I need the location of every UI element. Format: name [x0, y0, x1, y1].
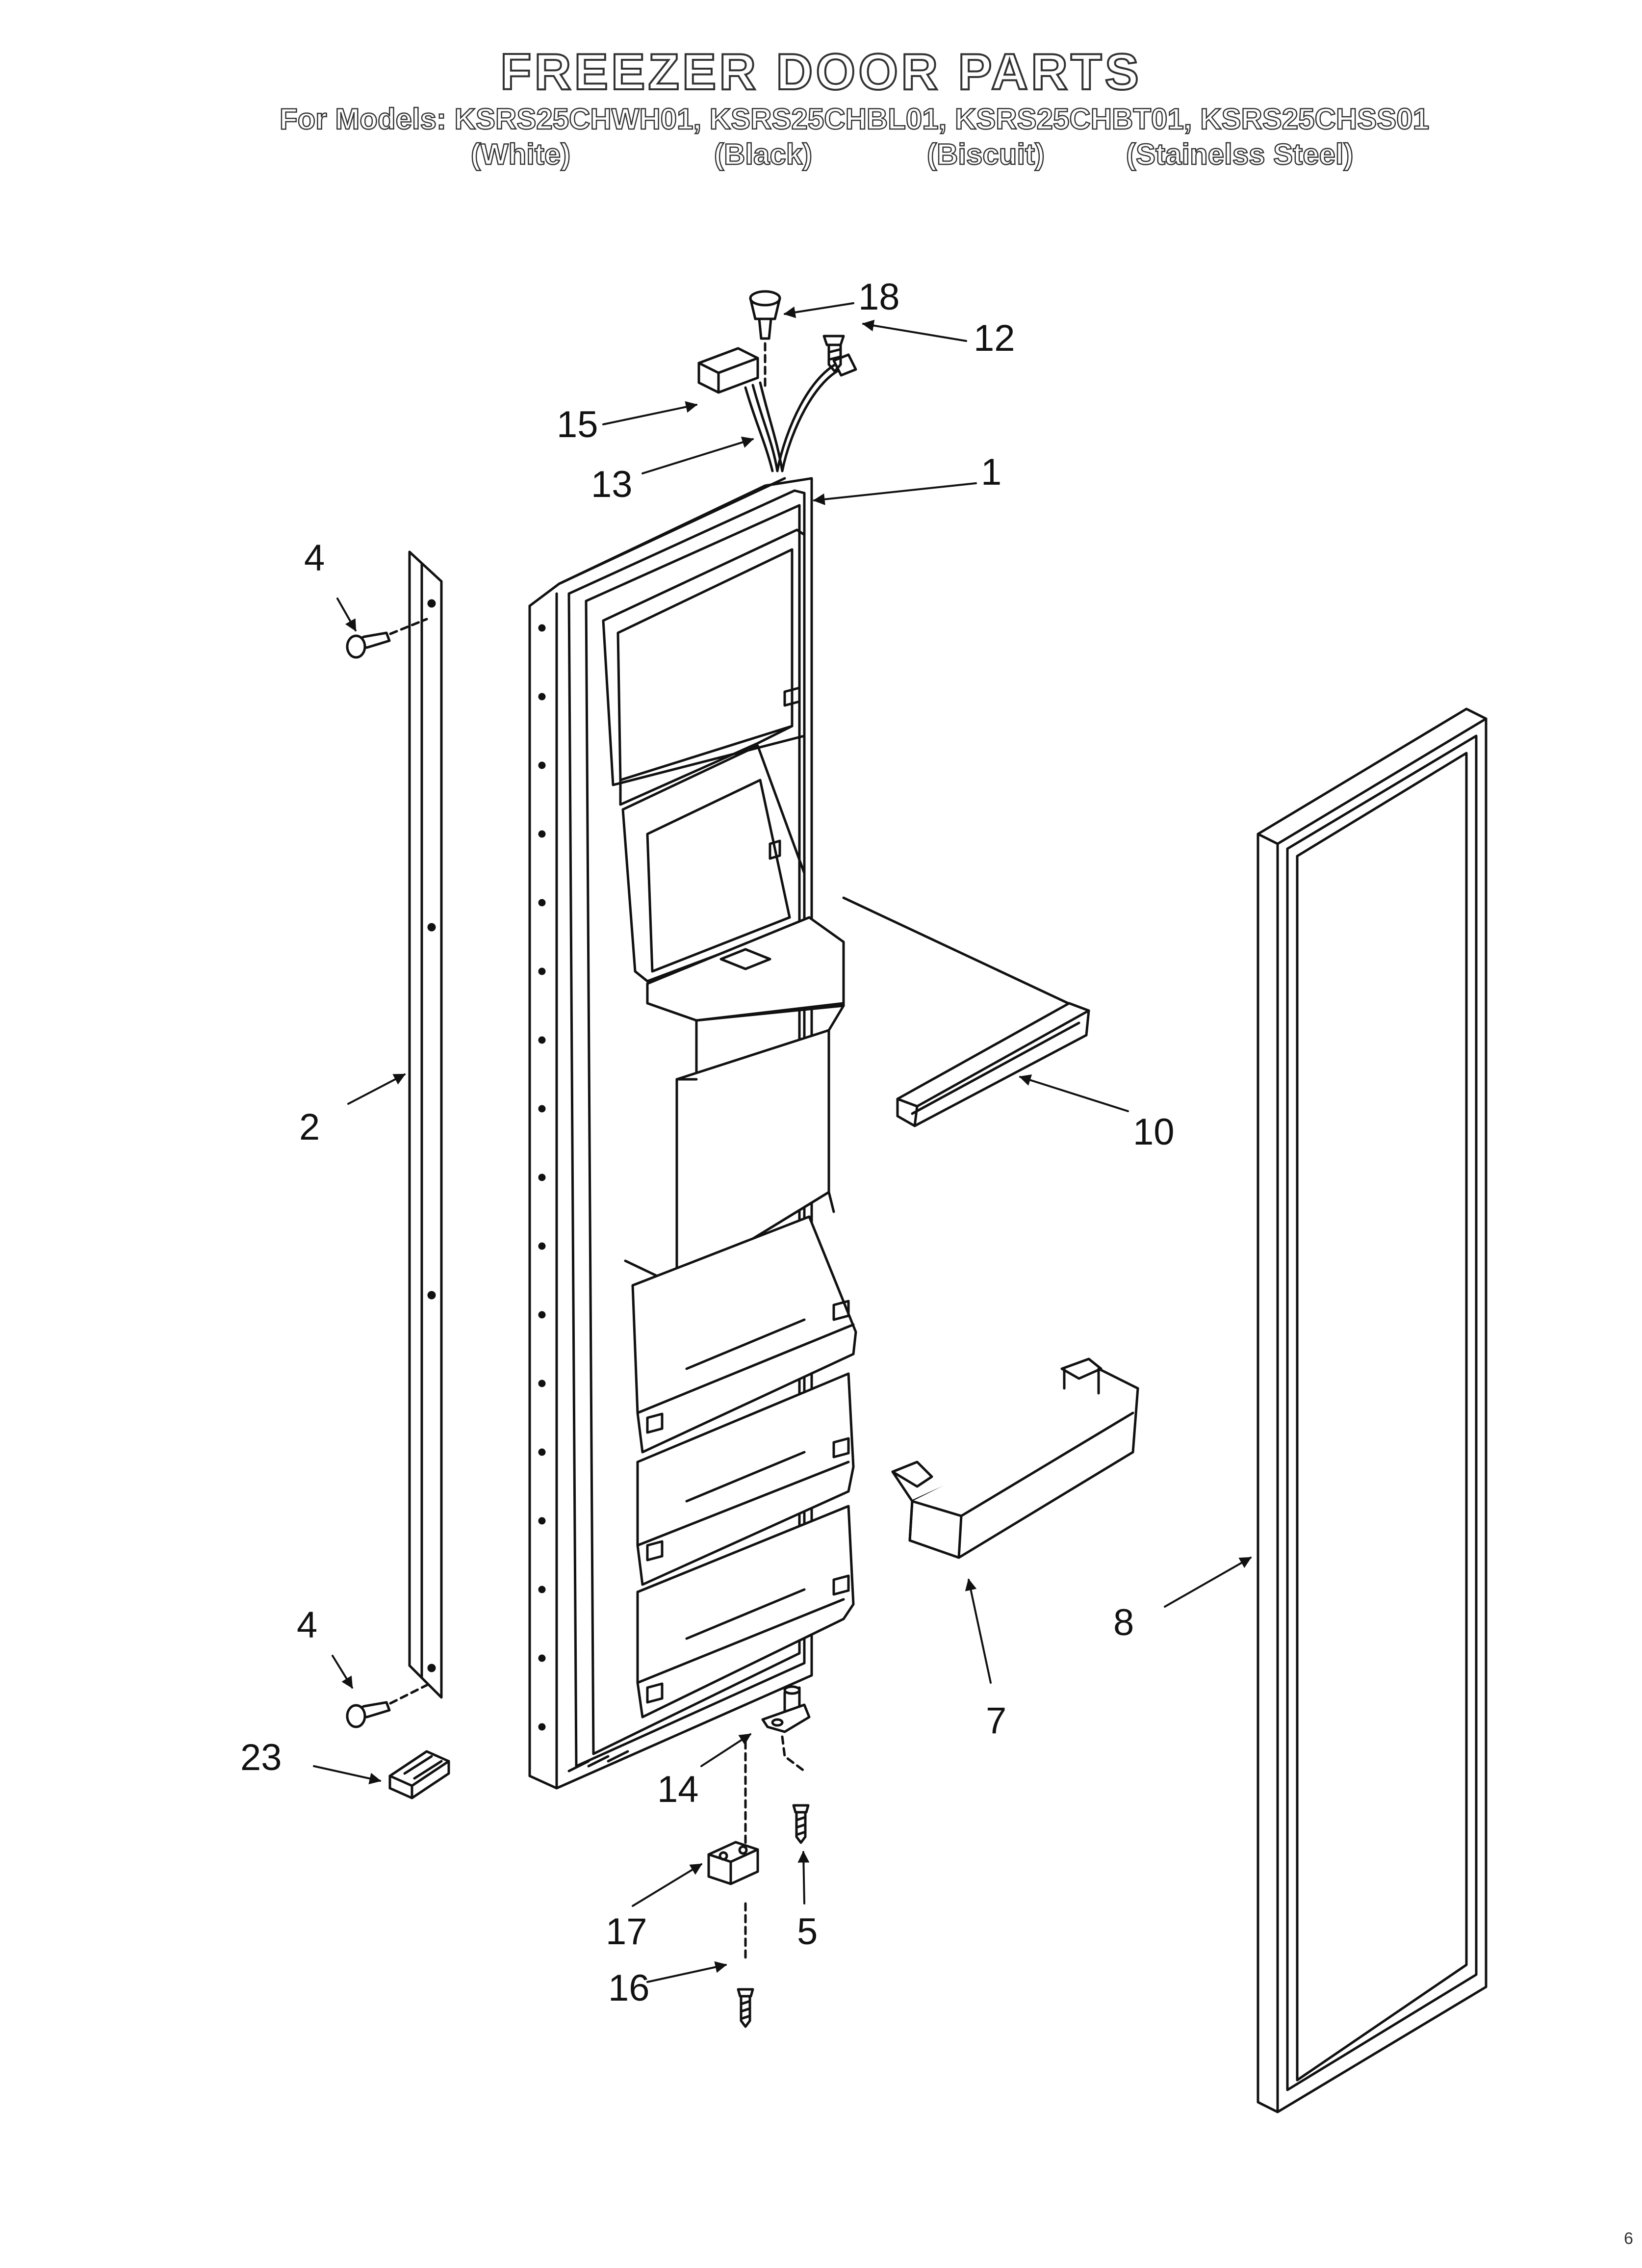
callout-8: 8	[1113, 1602, 1134, 1643]
leader-arrows	[313, 302, 1252, 1983]
callout-17: 17	[606, 1911, 647, 1953]
page-number: 6	[1624, 2229, 1633, 2248]
part-16-screw	[737, 1988, 754, 2028]
callout-13: 13	[591, 464, 633, 505]
color-biscuit: (Biscuit)	[926, 137, 1046, 172]
part-10-trim-piece	[842, 896, 1090, 1127]
callout-14: 14	[657, 1769, 699, 1810]
part-14-hinge-bracket	[761, 1685, 811, 1773]
part-13-wire-harness	[744, 353, 857, 472]
callout-23: 23	[240, 1737, 282, 1778]
callout-16: 16	[608, 1967, 650, 2009]
part-2-trim-strip	[408, 550, 443, 1699]
callout-5: 5	[797, 1911, 818, 1953]
part-8-door-gasket	[1257, 707, 1488, 2113]
color-black: (Black)	[714, 137, 813, 172]
part-4-screw-bottom	[346, 1681, 433, 1728]
callout-7: 7	[986, 1700, 1007, 1742]
part-4-screw-top	[346, 618, 428, 659]
callout-1: 1	[981, 451, 1002, 493]
part-23-clip	[388, 1750, 450, 1799]
callout-15: 15	[557, 404, 598, 445]
part-5-screw	[792, 1804, 810, 1844]
part-1-door-liner	[528, 477, 857, 1790]
part-7-door-bin	[891, 1357, 1139, 1559]
callout-18: 18	[858, 276, 900, 318]
models-line: For Models: KSRS25CHWH01, KSRS25CHBL01, …	[279, 102, 1430, 136]
part-15-connector	[697, 347, 759, 394]
callout-4-top: 4	[304, 537, 325, 579]
part-12-screw	[822, 335, 845, 373]
part-18-plug	[749, 290, 781, 389]
color-stainless-steel: (Stainelss Steel)	[1126, 137, 1354, 172]
part-17-hinge-block	[707, 1841, 759, 1885]
callout-10: 10	[1133, 1111, 1175, 1153]
callout-4-bottom: 4	[297, 1604, 318, 1646]
callout-2: 2	[299, 1106, 320, 1148]
callout-12: 12	[974, 317, 1015, 359]
color-white: (White)	[470, 137, 571, 172]
page-title: FREEZER DOOR PARTS	[499, 43, 1142, 102]
